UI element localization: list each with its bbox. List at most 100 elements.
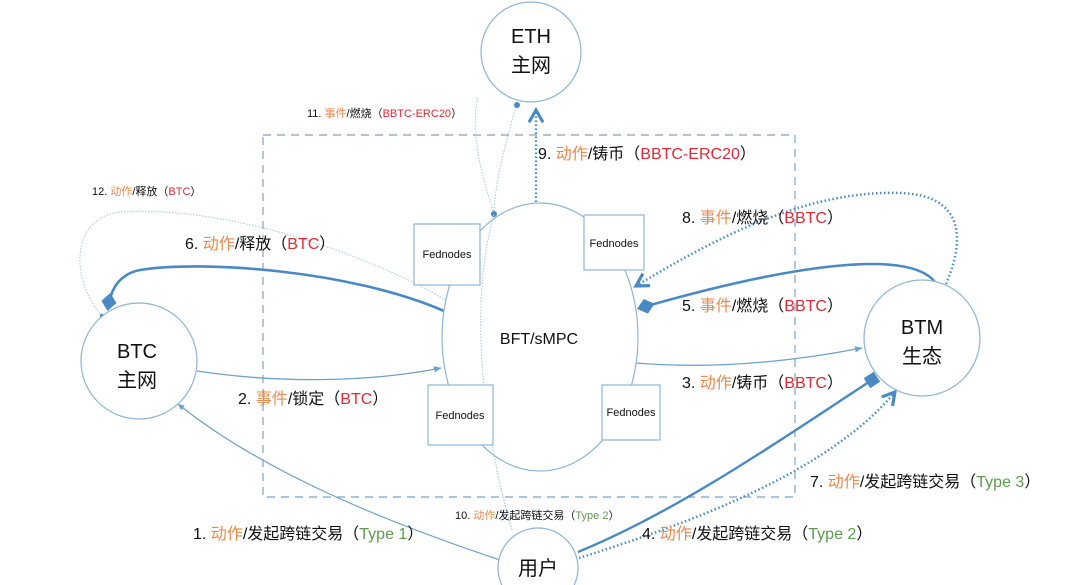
fednodes-label: Fednodes: [436, 410, 485, 422]
edge-paren-close: ）: [372, 390, 388, 408]
btc-node-subtitle: 主网: [117, 369, 157, 392]
edge-verb: /发起跨链交易: [243, 525, 343, 543]
edge-10-overlay: [480, 213, 513, 531]
edge-labels: 1. 动作/发起跨链交易（Type 1）2. 事件/锁定（BTC）3. 动作/铸…: [92, 106, 1040, 543]
edge-paren-close: ）: [827, 374, 843, 392]
edge-object: BTC: [340, 391, 372, 408]
edge-paren-open: （: [792, 525, 808, 543]
edge-paren-open: （: [768, 297, 784, 315]
edge-object: Type 2: [575, 510, 608, 522]
edge-paren-open: （: [157, 185, 168, 198]
edge-kind: 事件: [700, 297, 732, 315]
edge-verb: /发起跨链交易: [860, 473, 960, 491]
edge-number: 1.: [193, 526, 211, 543]
edge-verb: /发起跨链交易: [495, 508, 564, 522]
fednodes-box-2: Fednodes: [583, 214, 645, 271]
fednodes-label: Fednodes: [423, 249, 472, 261]
fednodes-box-1: Fednodes: [413, 223, 481, 286]
edge-kind: 动作: [556, 145, 588, 163]
edge-2-line: [196, 366, 442, 381]
fednode-boundary: [262, 134, 796, 498]
edge-label-2: 2. 事件/锁定（BTC）: [238, 390, 388, 408]
eth-node-title: ETH: [511, 26, 551, 48]
edge-paren-open: （: [564, 509, 575, 522]
edge-object: BBTC: [784, 210, 827, 227]
btm-node: BTM 生态: [863, 279, 981, 397]
edge-label-3: 3. 动作/铸币（BBTC）: [682, 374, 843, 392]
edge-11-line-b: [474, 96, 495, 215]
edge-number: 5.: [682, 298, 700, 315]
edge-paren-open: （: [768, 374, 784, 392]
edge-label-1: 1. 动作/发起跨链交易（Type 1）: [193, 525, 423, 543]
bft-smpc-cluster: BFT/sMPC Fednodes Fednodes Fednodes Fedn…: [413, 202, 661, 531]
fednodes-box-4: Fednodes: [601, 384, 661, 441]
edge-kind: 动作: [660, 525, 692, 543]
edge-verb: /发起跨链交易: [692, 525, 792, 543]
edge-paren-open: （: [271, 235, 287, 253]
edge-5-line: [637, 262, 937, 314]
edge-object: Type 1: [359, 526, 407, 543]
edge-4-line: [577, 371, 881, 554]
user-node-label: 用户: [518, 557, 558, 580]
edge-verb: /铸币: [588, 145, 624, 163]
edge-kind: 事件: [700, 209, 732, 227]
eth-node: ETH 主网: [480, 1, 582, 103]
user-node: 用户: [497, 527, 579, 585]
fednodes-label: Fednodes: [607, 407, 656, 419]
edge-paren-open: （: [324, 390, 340, 408]
edge-verb: /燃烧: [732, 209, 768, 227]
edge-label-12: 12. 动作/释放（BTC）: [92, 184, 201, 198]
edge-object: BTC: [287, 236, 319, 253]
bft-smpc-label: BFT/sMPC: [500, 331, 578, 348]
edge-label-10: 10. 动作/发起跨链交易（Type 2）: [455, 508, 619, 522]
edge-number: 4.: [642, 526, 660, 543]
btm-node-title: BTM: [901, 317, 943, 339]
edge-verb: /铸币: [732, 374, 768, 392]
edge-paren-open: （: [372, 107, 383, 120]
edge-kind: 动作: [203, 235, 235, 253]
edge-kind: 动作: [828, 473, 860, 491]
edge-object: BBTC-ERC20: [640, 146, 740, 163]
edge-paren-close: ）: [407, 525, 423, 543]
edge-object: BTC: [168, 186, 190, 198]
btc-node: BTC 主网: [80, 302, 198, 420]
fednodes-box-3: Fednodes: [427, 384, 494, 446]
edge-object: Type 3: [976, 474, 1024, 491]
eth-node-subtitle: 主网: [511, 54, 551, 77]
edge-number: 12.: [92, 186, 110, 198]
edge-label-11: 11. 事件/燃烧（BBTC-ERC20）: [307, 106, 462, 120]
edge-object: BBTC-ERC20: [383, 108, 451, 120]
edge-kind: 动作: [473, 509, 495, 522]
edge-number: 11.: [307, 108, 325, 120]
edge-kind: 事件: [325, 107, 347, 120]
edge-paren-close: ）: [608, 509, 619, 522]
fednodes-label: Fednodes: [590, 238, 639, 250]
edge-label-8: 8. 事件/燃烧（BBTC）: [682, 209, 843, 227]
edge-number: 9.: [538, 146, 556, 163]
edge-11-endpoint: [514, 102, 520, 108]
edge-paren-close: ）: [190, 185, 201, 198]
edge-number: 6.: [185, 236, 203, 253]
edge-object: BBTC: [784, 298, 827, 315]
edge-label-5: 5. 事件/燃烧（BBTC）: [682, 297, 843, 315]
edge-number: 7.: [810, 474, 828, 491]
btc-node-title: BTC: [117, 341, 157, 363]
edge-paren-close: ）: [1024, 473, 1040, 491]
edge-label-6: 6. 动作/释放（BTC）: [185, 235, 335, 253]
edge-paren-close: ）: [856, 525, 872, 543]
edge-paren-open: （: [624, 145, 640, 163]
edge-number: 2.: [238, 391, 256, 408]
edge-object: BBTC: [784, 375, 827, 392]
edge-number: 3.: [682, 375, 700, 392]
edge-label-9: 9. 动作/铸币（BBTC-ERC20）: [538, 145, 756, 163]
edge-paren-close: ）: [319, 235, 335, 253]
edge-paren-close: ）: [827, 209, 843, 227]
edge-object: Type 2: [808, 526, 856, 543]
edge-label-4: 4. 动作/发起跨链交易（Type 2）: [642, 525, 872, 543]
edge-8-line: [633, 191, 959, 288]
edge-11-line: [493, 103, 518, 213]
edge-number: 10.: [455, 510, 473, 522]
edge-verb: /释放: [132, 184, 157, 198]
edge-paren-open: （: [343, 525, 359, 543]
